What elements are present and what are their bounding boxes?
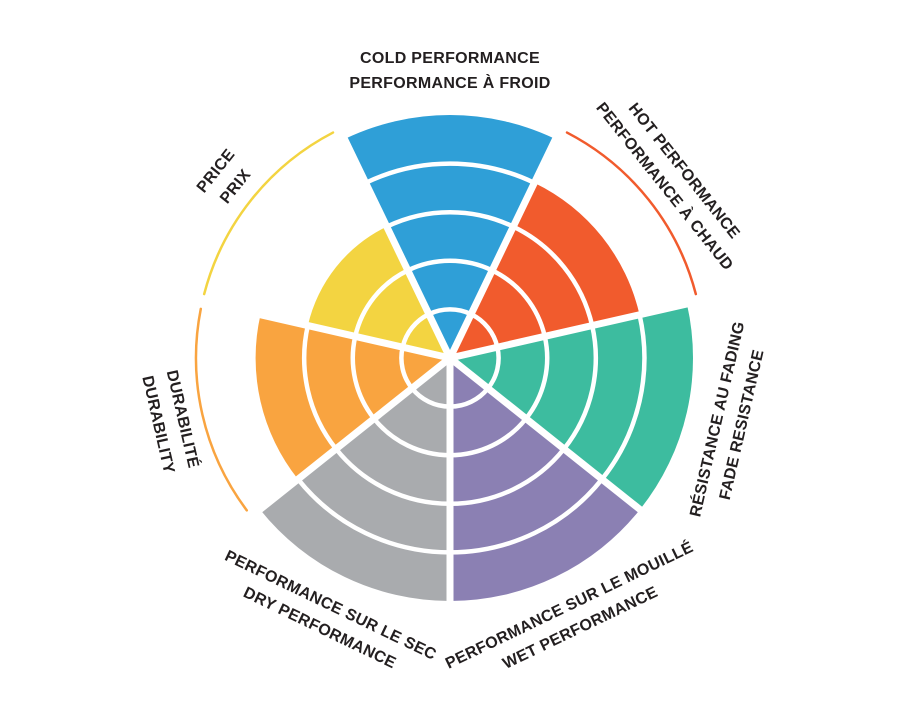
wedge-hot-performance (450, 182, 640, 358)
ring-arc (350, 335, 376, 421)
segment-label-cold-performance: COLD PERFORMANCE PERFORMANCE À FROID (349, 46, 550, 96)
ring-arc (399, 346, 414, 390)
segment-label-line: COLD PERFORMANCE (360, 50, 540, 67)
ring-arc (449, 447, 566, 507)
ring-arc (296, 477, 451, 555)
ring-arc (410, 386, 451, 409)
ring-arc (491, 268, 547, 337)
ring-arc (562, 325, 598, 451)
ring-arc (449, 417, 528, 458)
ring-arc (334, 447, 451, 507)
segment-label-line: PERFORMANCE À FROID (349, 75, 551, 92)
ring-arc (427, 307, 473, 317)
ring-arc (486, 346, 501, 390)
segment-gap-line (339, 133, 454, 360)
max-ring-arc-hot-performance (565, 131, 698, 296)
wedge-fade-resistance (450, 303, 694, 510)
ring-arc (600, 314, 647, 481)
ring-arc (302, 325, 338, 451)
segment-gap-line (446, 133, 561, 360)
ring-arc (449, 386, 490, 409)
ring-arc (470, 312, 500, 348)
ring-arc (512, 224, 595, 327)
segment-gap-line (208, 299, 451, 362)
ring-arc (353, 268, 409, 337)
ring-arc (449, 477, 604, 555)
max-ring-arc-price (202, 131, 335, 296)
max-ring-arc-durability (194, 307, 249, 512)
ring-arc (406, 258, 494, 273)
wedge-dry-performance (260, 358, 450, 601)
wedge-wet-performance (450, 358, 640, 601)
ring-arc (524, 335, 550, 421)
ring-arc (364, 161, 536, 185)
ring-arc (372, 417, 451, 458)
ring-arc (385, 209, 515, 229)
ring-arc (400, 312, 430, 348)
segment-gap-line (447, 355, 646, 515)
segment-gap-line (254, 355, 453, 515)
wedge-cold-performance (344, 114, 556, 358)
segment-gap-line (449, 299, 692, 362)
